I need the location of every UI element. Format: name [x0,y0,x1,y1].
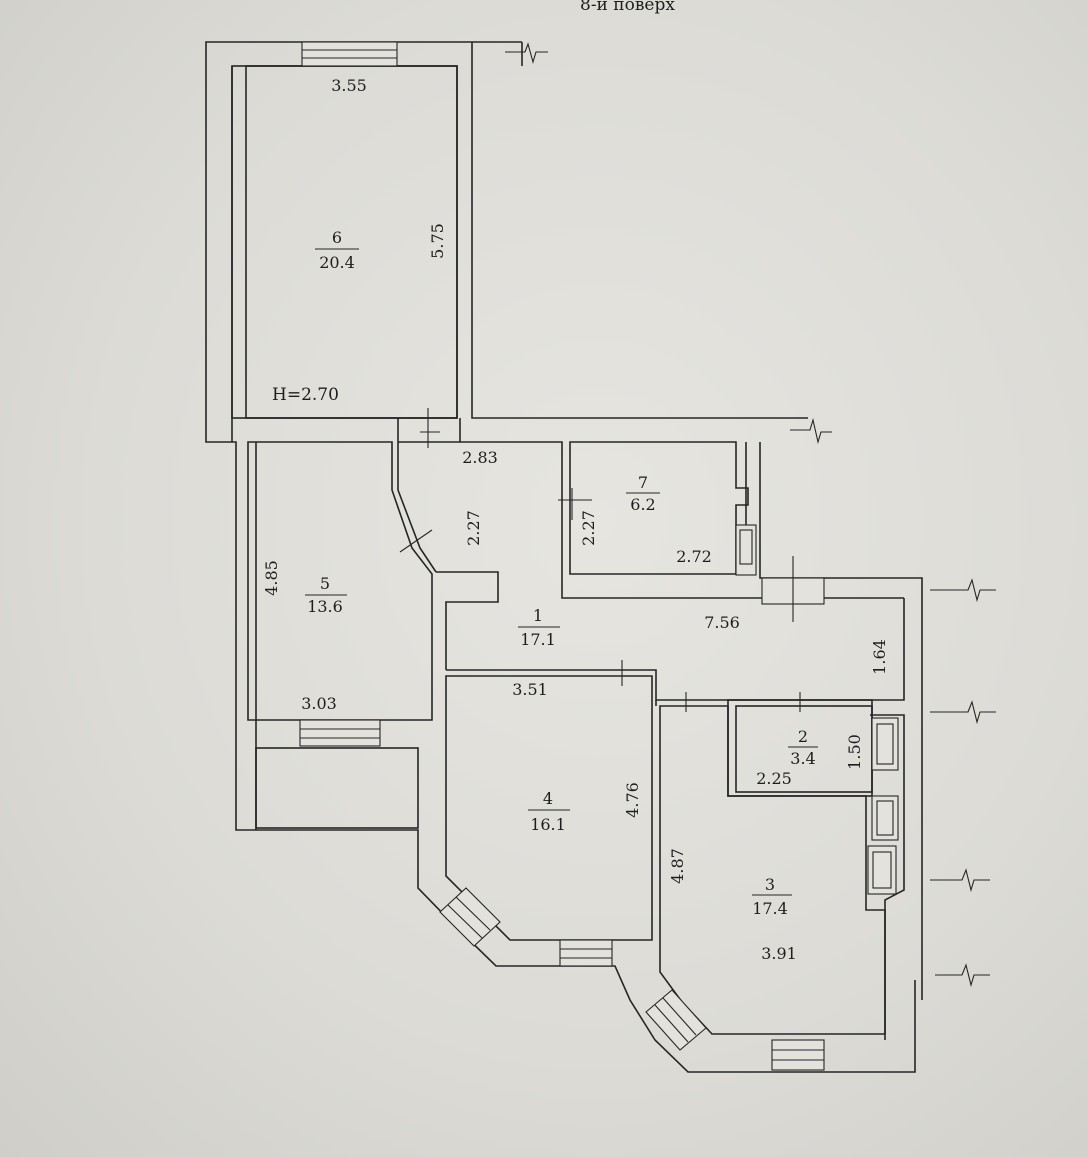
dim-corridor-top: 2.83 [462,448,498,467]
dim-room7-side: 2.27 [579,510,598,546]
room-3-window-diag [645,989,707,1051]
room-5-walls [247,441,437,721]
dim-room4-length: 4.76 [623,782,642,818]
room-7-walls [569,441,749,575]
svg-text:3: 3 [765,875,775,894]
room-label-4: 4 16.1 [528,789,570,834]
svg-text:16.1: 16.1 [530,815,566,834]
room-5-window [299,719,381,747]
room-6-window [301,41,398,67]
dim-hall-width: 1.64 [870,639,889,675]
dim-room6-width: 3.55 [331,76,367,95]
svg-text:6: 6 [332,228,342,247]
svg-text:17.4: 17.4 [752,899,788,918]
outer-walls [205,41,923,1073]
floor-label: 8-й поверх [580,0,675,15]
dim-room6-length: 5.75 [428,223,447,259]
room-3-window-bottom [771,1039,825,1071]
room-label-2: 2 3.4 [788,727,818,768]
break-mark-right-2 [930,700,996,725]
svg-text:7: 7 [638,473,648,492]
room-label-3: 3 17.4 [752,875,792,918]
room-label-6: 6 20.4 [315,228,359,272]
dimension-labels: 3.55 5.75 2.83 2.27 2.27 2.72 4.85 3.03 … [262,76,889,963]
break-mark-mid [790,417,832,445]
svg-text:17.1: 17.1 [520,630,556,649]
svg-text:3.4: 3.4 [790,749,815,768]
break-mark-right-1 [930,578,996,603]
room-4-window-bottom [559,939,613,967]
svg-text:20.4: 20.4 [319,253,355,272]
dim-room5-width: 3.03 [301,694,337,713]
svg-text:6.2: 6.2 [630,495,655,514]
room-4-walls [445,675,653,941]
dim-room2-width: 2.25 [756,769,792,788]
break-mark-right-3 [930,868,990,893]
dim-room2-length: 1.50 [845,734,864,770]
balcony-left [255,747,419,829]
vents-right [867,717,899,895]
door-mark-room-5 [399,529,433,553]
room-label-7: 7 6.2 [626,473,660,514]
dim-room3-length: 4.87 [668,848,687,884]
hall-window [761,556,825,622]
break-mark-top [505,42,548,64]
dim-hall-length: 7.56 [704,613,740,632]
room-7-vent [735,524,757,576]
dim-room3-width: 3.91 [761,944,797,963]
ceiling-height: H=2.70 [272,385,339,405]
dim-room4-width: 3.51 [512,680,548,699]
dim-room5-length: 4.85 [262,560,281,596]
room-4-window-diag [439,887,501,947]
room-6-walls [231,65,458,419]
svg-text:4: 4 [543,789,553,808]
svg-text:5: 5 [320,574,330,593]
svg-text:1: 1 [533,606,543,625]
svg-text:2: 2 [798,727,808,746]
svg-text:13.6: 13.6 [307,597,343,616]
dim-room7-width: 2.72 [676,547,712,566]
room-label-1: 1 17.1 [518,606,560,649]
room-label-5: 5 13.6 [305,574,347,616]
break-mark-right-4 [935,963,990,988]
room-3-walls [659,705,886,1035]
dim-corridor-side: 2.27 [464,510,483,546]
